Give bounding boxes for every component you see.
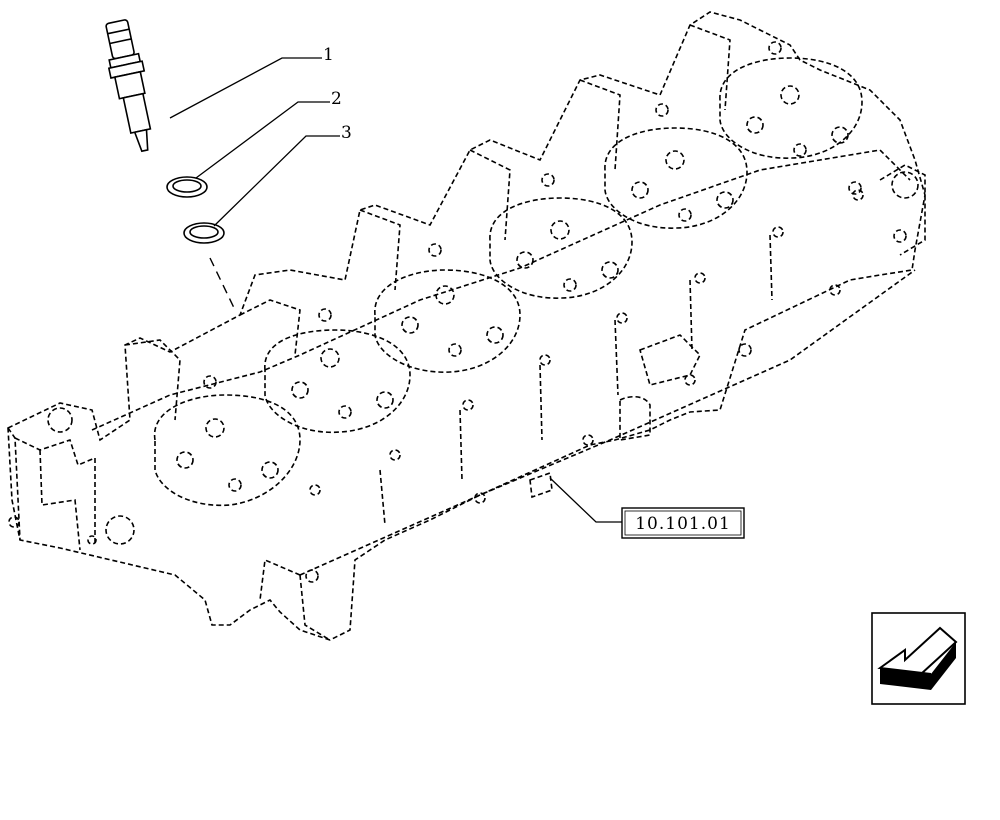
reference-label: 10.101.01 [635,514,731,534]
reference-callout[interactable]: 10.101.01 [549,477,745,539]
installation-axis [209,257,237,313]
callout-number: 2 [331,89,342,109]
callout-1: 1 [169,45,334,119]
cylinder-head [7,11,926,641]
arrow-back-icon[interactable] [871,612,966,705]
injector [105,19,152,153]
callout-2: 2 [195,89,342,179]
callout-number: 3 [341,123,352,143]
callout-number: 1 [323,45,334,65]
callout-3: 3 [213,123,352,227]
